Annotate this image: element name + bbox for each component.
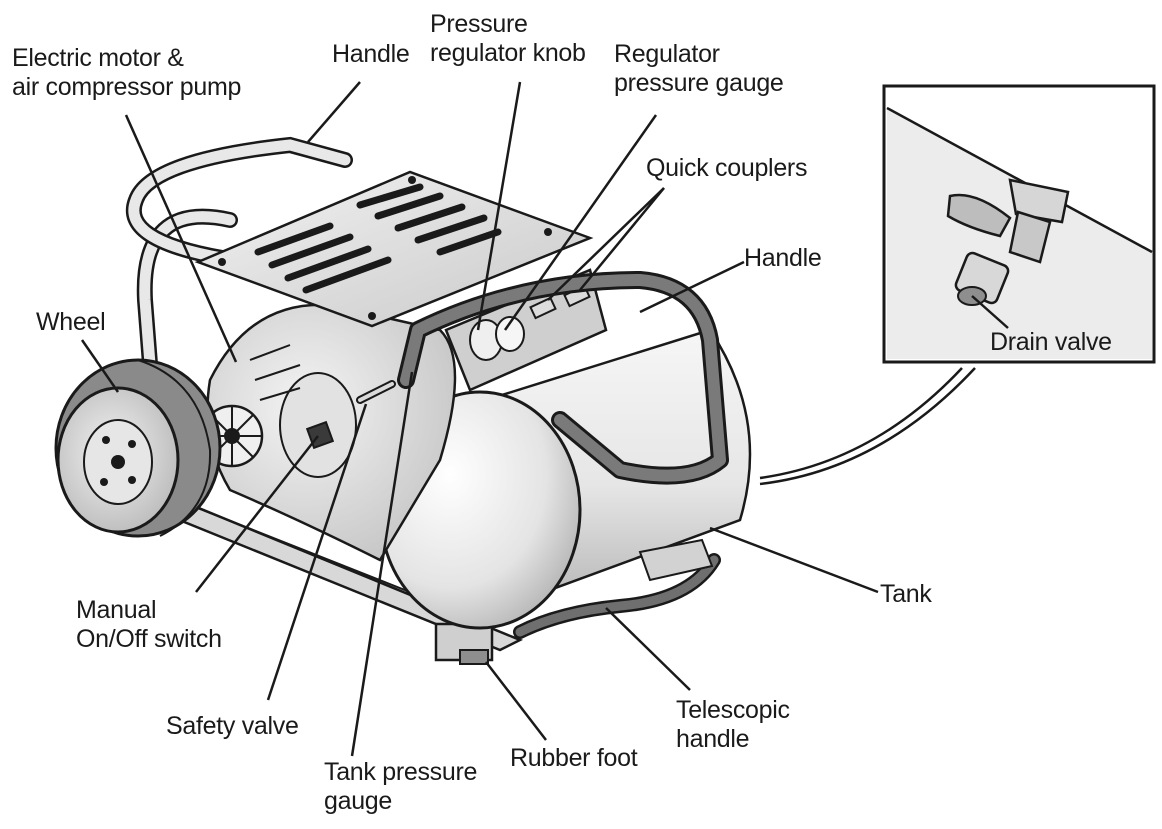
label-drain-valve: Drain valve	[990, 328, 1112, 356]
rubber-foot	[434, 622, 494, 665]
label-tank: Tank	[880, 580, 932, 608]
label-handle-right: Handle	[744, 244, 822, 272]
label-wheel: Wheel	[36, 308, 106, 336]
label-quick-couplers: Quick couplers	[646, 154, 808, 182]
label-handle-top: Handle	[332, 40, 410, 68]
label-regulator-pressure-gauge: Regulator pressure gauge	[614, 40, 784, 97]
label-rubber-foot: Rubber foot	[510, 744, 638, 772]
label-electric-motor: Electric motor & air compressor pump	[12, 44, 242, 101]
leader-lines	[80, 81, 1009, 757]
drain-valve-inset	[882, 84, 1156, 364]
vented-cover	[194, 170, 594, 328]
label-safety-valve: Safety valve	[166, 712, 299, 740]
top-handle	[125, 136, 353, 266]
label-pressure-regulator-knob: Pressure regulator knob	[430, 10, 586, 67]
label-tank-pressure-gauge: Tank pressure gauge	[324, 758, 478, 815]
front-handle	[397, 271, 729, 485]
wheel	[54, 358, 222, 538]
label-manual-on-off-switch: Manual On/Off switch	[76, 596, 222, 653]
label-telescopic-handle: Telescopic handle	[676, 696, 790, 753]
control-panel	[444, 268, 608, 392]
